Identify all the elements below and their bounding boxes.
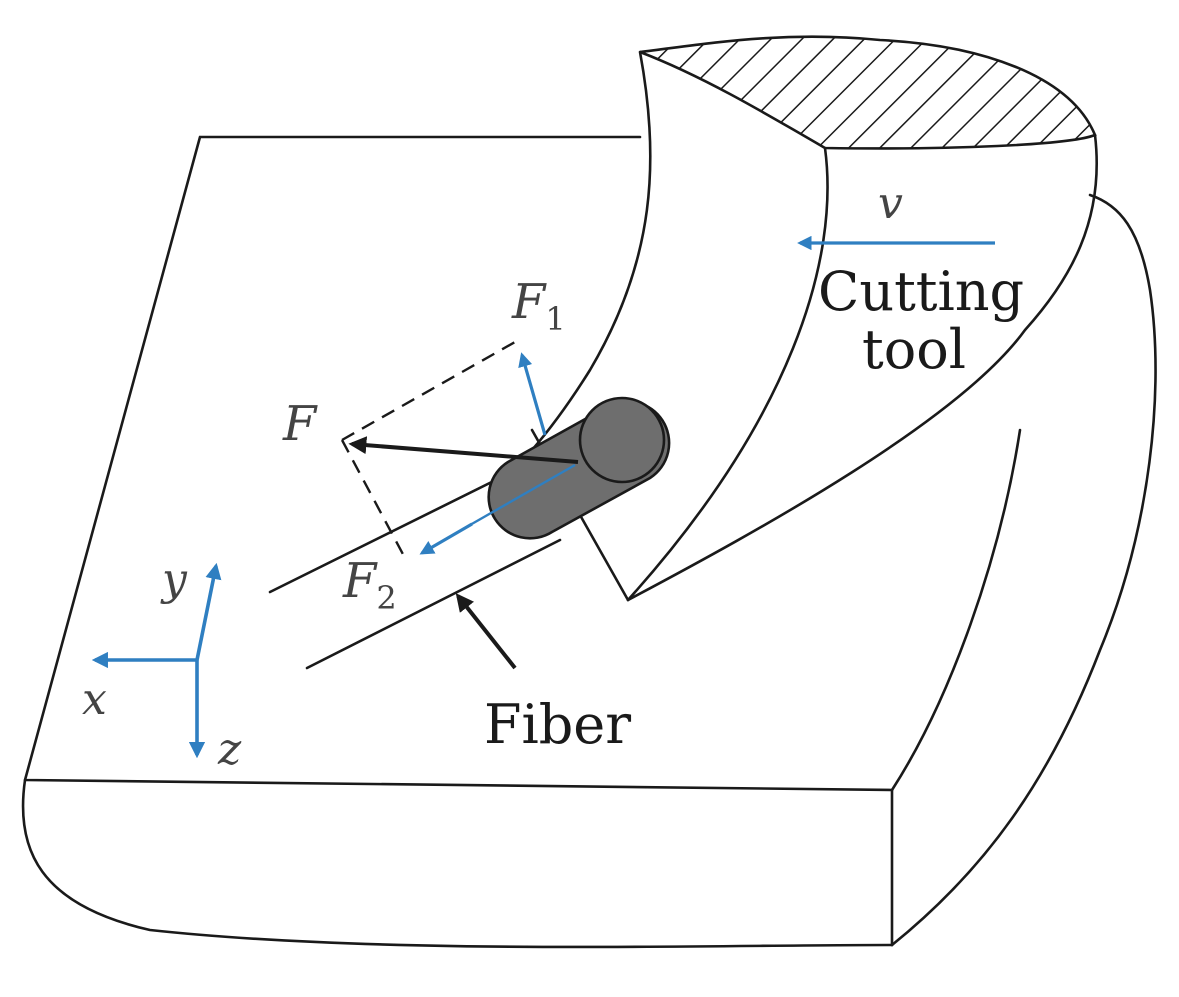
cutting-tool-label-line1: Cutting [818, 260, 1024, 323]
force-f2-label: F2 [342, 553, 397, 617]
axis-y-label: y [160, 554, 188, 605]
force-f1-arrow [518, 352, 547, 436]
fiber-pointer-arrow [455, 593, 517, 670]
force-decomposition [340, 340, 579, 559]
force-f-arrow [348, 436, 579, 464]
workpiece-side-curve [890, 193, 1157, 947]
tool-rake-face [530, 50, 652, 452]
axis-x-label: x [82, 674, 107, 725]
hatched-section-icon [639, 35, 1097, 150]
cutting-tool-label-line2: tool [862, 318, 966, 381]
fiber-line-upper [268, 466, 522, 594]
fiber-end-cap [578, 396, 666, 484]
fiber-axis-line [469, 463, 576, 527]
force-f2-arrow [419, 522, 473, 555]
workpiece-top-face [23, 135, 894, 792]
axis-z-label: z [217, 724, 242, 775]
force-f-label: F [282, 396, 318, 452]
force-f1-label: F1 [511, 274, 566, 338]
tool-flank-face [626, 146, 829, 602]
fiber [268, 396, 671, 670]
workpiece-front-edge [21, 778, 894, 949]
tool-back-edge [626, 133, 1098, 602]
force-parallelogram [340, 340, 516, 559]
velocity-label: v [878, 178, 903, 229]
coordinate-axes-icon [91, 562, 222, 759]
fiber-line-lower [305, 538, 562, 670]
axis-y-arrow [195, 562, 222, 661]
fiber-label: Fiber [484, 693, 631, 756]
workpiece [21, 135, 1157, 949]
workpiece-side-edge [890, 428, 1022, 792]
cutting-tool [530, 35, 1098, 602]
